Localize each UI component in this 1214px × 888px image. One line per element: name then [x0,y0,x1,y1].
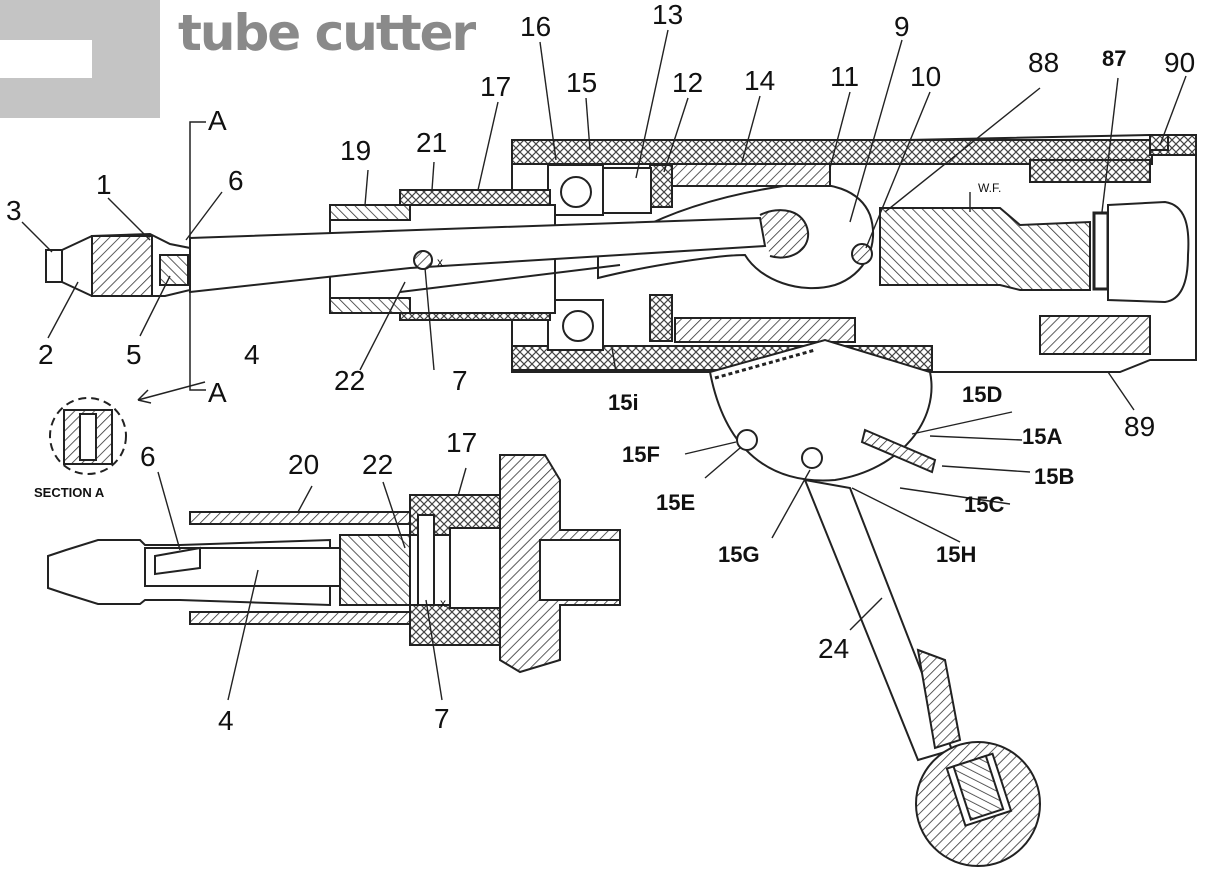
cam-block [879,207,1091,291]
callout-6: 6 [228,165,244,196]
callout-19: 19 [340,135,371,166]
callout-13: 13 [652,0,683,30]
lower-assembly-view [47,454,621,674]
section-marker-bottom: A [208,377,227,408]
labels: A A SECTION A W.F. x x 3 1 6 2 5 4 22 7 … [6,0,1195,736]
callout-17: 17 [480,71,511,102]
callout-90: 90 [1164,47,1195,78]
callout-15A: 15A [1022,424,1062,449]
gear-pin-15E [736,429,758,451]
section-marker-top: A [208,105,227,136]
leader-lines [21,29,1187,701]
page-title: tube cutter [178,4,476,62]
callout-20: 20 [288,449,319,480]
callout-1: 1 [96,169,112,200]
section-a-view [49,381,206,475]
pivot-pin-10 [851,243,873,265]
callout-15i: 15i [608,390,639,415]
callout-11: 11 [830,61,859,92]
callout-16: 16 [520,11,551,42]
callout-7: 7 [452,365,468,396]
callout-3: 3 [6,195,22,226]
end-cap [1107,200,1190,304]
callout-89: 89 [1124,411,1155,442]
callout-15: 15 [566,67,597,98]
chapter-number-badge [0,0,160,118]
callout-88: 88 [1028,47,1059,78]
gear-pin-15G [801,447,823,469]
callout-12: 12 [672,67,703,98]
bearing-ball-top [560,176,592,208]
callout-6-lower: 6 [140,441,156,472]
callout-87: 87 [1102,46,1126,71]
plug-87 [1092,211,1110,291]
section-line [189,121,206,391]
callout-15D: 15D [962,382,1002,407]
housing-right-wall [1149,134,1197,156]
callout-4: 4 [244,339,260,370]
x-mark-main: x [437,255,443,269]
bearing-ball-bottom [562,310,594,342]
adjuster-screw [860,428,937,474]
callout-24: 24 [818,633,849,664]
callout-15F: 15F [622,442,660,467]
callout-15G: 15G [718,542,760,567]
callout-4-lower: 4 [218,705,234,736]
main-assembly [45,121,1197,867]
callout-17-lower: 17 [446,427,477,458]
callout-15C: 15C [964,492,1004,517]
section-a-caption: SECTION A [34,485,105,500]
callout-9: 9 [894,11,910,42]
callout-7-lower: 7 [434,703,450,734]
pin-7-section [417,514,435,606]
callout-15H: 15H [936,542,976,567]
wf-label: W.F. [978,181,1001,195]
callout-15E: 15E [656,490,695,515]
callout-10: 10 [910,61,941,92]
callout-22: 22 [334,365,365,396]
callout-21: 21 [416,127,447,158]
callout-22-lower: 22 [362,449,393,480]
callout-2: 2 [38,339,54,370]
x-mark-lower: x [440,596,446,610]
callout-15B: 15B [1034,464,1074,489]
callout-14: 14 [744,65,775,96]
pivot-pin-7 [413,250,433,270]
callout-5: 5 [126,339,142,370]
